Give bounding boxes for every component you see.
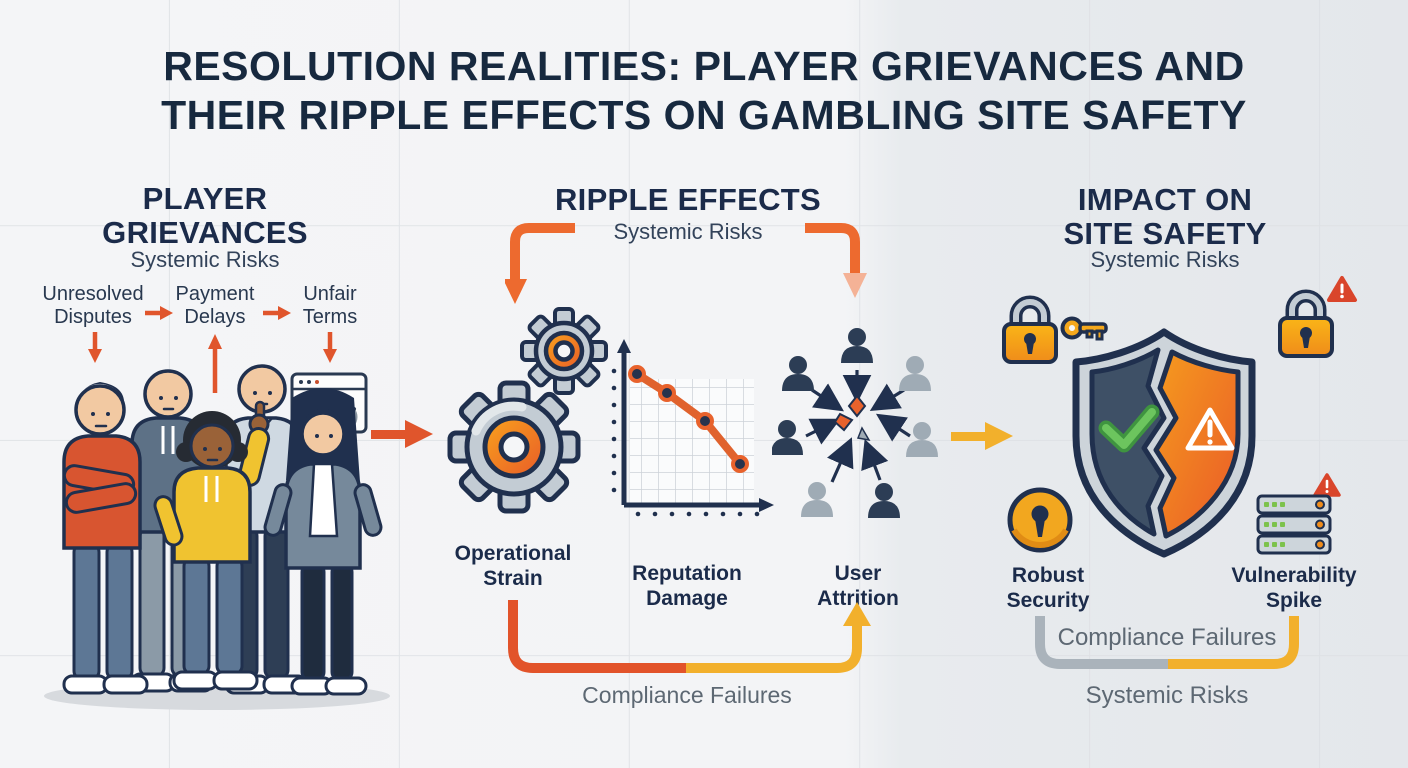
key-icon bbox=[1060, 316, 1108, 341]
label-robust-security: Robust Security bbox=[1006, 564, 1090, 613]
label-operational-strain: Operational Strain bbox=[454, 542, 572, 591]
down-arrow-icon bbox=[88, 332, 102, 363]
gears-icon bbox=[447, 307, 608, 514]
players-group-illustration bbox=[44, 364, 390, 710]
flow-arrow-yellow-icon bbox=[951, 422, 1013, 450]
keyhole-badge-icon bbox=[1007, 487, 1073, 553]
heading-line: GRIEVANCES bbox=[102, 215, 308, 251]
heading-line: PLAYER bbox=[142, 181, 268, 216]
down-arrow-icon bbox=[323, 332, 337, 363]
padlock-alert-icon bbox=[1278, 276, 1357, 358]
broken-shield-icon bbox=[1072, 328, 1256, 558]
heading-line: IMPACT ON bbox=[1077, 182, 1253, 217]
warning-icon bbox=[1327, 276, 1357, 302]
title-line-2: THEIR RIPPLE EFFECTS ON GAMBLING SITE SA… bbox=[161, 92, 1247, 139]
curved-down-arrow-icon bbox=[505, 223, 867, 304]
section-heading-player-grievances: PLAYER GRIEVANCES bbox=[55, 181, 355, 251]
padlock-key-icon bbox=[1002, 295, 1108, 364]
player-gray-jacket bbox=[263, 388, 383, 696]
player-orange-hoodie bbox=[62, 382, 149, 695]
label-systemic-risks-bottom: Systemic Risks bbox=[1085, 682, 1249, 709]
user-attrition-icon bbox=[772, 328, 938, 518]
label-compliance-failures-right: Compliance Failures bbox=[1057, 624, 1277, 651]
server-alert-icon bbox=[1256, 473, 1341, 555]
label-reputation-damage: Reputation Damage bbox=[632, 562, 742, 611]
label-vulnerability-spike: Vulnerability Spike bbox=[1231, 564, 1357, 613]
title-line-1: RESOLUTION REALITIES: PLAYER GRIEVANCES … bbox=[163, 43, 1245, 89]
subtitle-systemic-risks-middle: Systemic Risks bbox=[613, 219, 763, 244]
warning-icon bbox=[1185, 407, 1235, 451]
label-compliance-failures-middle: Compliance Failures bbox=[582, 682, 792, 708]
warning-icon bbox=[1313, 473, 1341, 497]
chain-label-unresolved-disputes: Unresolved Disputes bbox=[42, 283, 144, 328]
infographic-title: RESOLUTION REALITIES: PLAYER GRIEVANCES … bbox=[0, 42, 1408, 140]
subtitle-systemic-risks-right: Systemic Risks bbox=[1090, 247, 1240, 272]
heading-line: SITE SAFETY bbox=[1063, 216, 1267, 252]
section-heading-ripple-effects: RIPPLE EFFECTS bbox=[554, 182, 821, 217]
compliance-bracket-icon bbox=[1035, 616, 1299, 669]
chain-label-payment-delays: Payment Delays bbox=[175, 283, 255, 328]
flow-arrow-orange-icon bbox=[371, 420, 433, 448]
chain-arrow-icon bbox=[263, 306, 291, 320]
up-arrow-icon bbox=[208, 334, 222, 393]
compliance-connector-icon bbox=[508, 600, 871, 673]
label-user-attrition: User Attrition bbox=[817, 562, 899, 611]
player-yellow-hoodie bbox=[153, 400, 271, 691]
chain-label-unfair-terms: Unfair Terms bbox=[302, 283, 358, 328]
declining-chart-icon bbox=[611, 339, 774, 517]
chain-arrow-icon bbox=[145, 306, 173, 320]
section-heading-impact-site-safety: IMPACT ON SITE SAFETY bbox=[1000, 182, 1330, 252]
subtitle-systemic-risks-left: Systemic Risks bbox=[130, 247, 280, 272]
checkmark-icon bbox=[1098, 404, 1160, 453]
